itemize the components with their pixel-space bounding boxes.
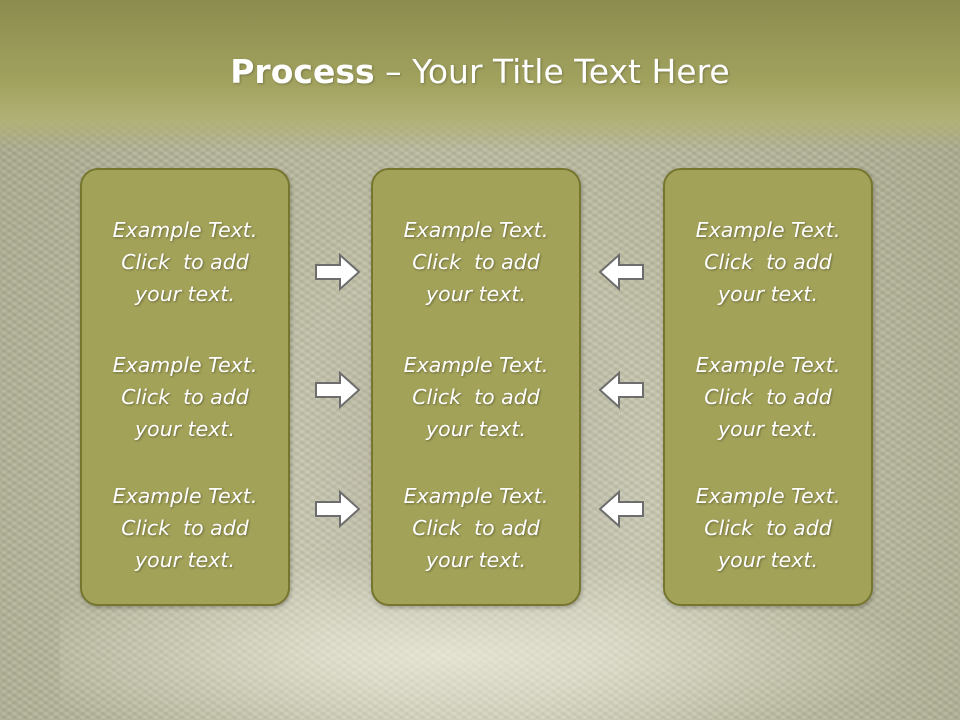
text-line: your text. (718, 548, 818, 572)
text-line: Example Text. (695, 218, 841, 242)
text-line: Click to add (121, 385, 249, 409)
text-line: your text. (426, 417, 526, 441)
text-line: Example Text. (112, 353, 258, 377)
text-line: Example Text. (112, 218, 258, 242)
text-placeholder[interactable]: Example Text. Click to add your text. (373, 349, 579, 445)
text-line: your text. (718, 417, 818, 441)
text-line: Example Text. (112, 484, 258, 508)
title-bar (0, 0, 960, 150)
text-line: your text. (135, 282, 235, 306)
text-line: Click to add (412, 250, 540, 274)
text-line: Click to add (121, 250, 249, 274)
text-line: your text. (718, 282, 818, 306)
text-placeholder[interactable]: Example Text. Click to add your text. (665, 349, 871, 445)
arrow-right-icon[interactable] (314, 370, 362, 410)
title-bold: Process (230, 52, 375, 91)
text-line: your text. (426, 548, 526, 572)
arrow-left-icon[interactable] (597, 370, 645, 410)
text-line: Click to add (412, 516, 540, 540)
text-line: Click to add (704, 516, 832, 540)
text-line: Example Text. (695, 353, 841, 377)
slide-title[interactable]: Process – Your Title Text Here (0, 52, 960, 91)
text-line: your text. (135, 548, 235, 572)
arrow-left-icon[interactable] (597, 252, 645, 292)
text-line: Example Text. (695, 484, 841, 508)
text-line: your text. (426, 282, 526, 306)
text-line: Click to add (412, 385, 540, 409)
title-rest: – Your Title Text Here (374, 52, 730, 91)
text-line: Example Text. (403, 353, 549, 377)
text-placeholder[interactable]: Example Text. Click to add your text. (373, 480, 579, 576)
arrow-right-icon[interactable] (314, 252, 362, 292)
process-box-right[interactable]: Example Text. Click to add your text. Ex… (663, 168, 873, 606)
text-line: your text. (135, 417, 235, 441)
text-placeholder[interactable]: Example Text. Click to add your text. (665, 480, 871, 576)
text-placeholder[interactable]: Example Text. Click to add your text. (82, 349, 288, 445)
text-line: Click to add (121, 516, 249, 540)
text-line: Example Text. (403, 218, 549, 242)
text-line: Click to add (704, 250, 832, 274)
text-line: Click to add (704, 385, 832, 409)
text-placeholder[interactable]: Example Text. Click to add your text. (665, 214, 871, 310)
text-placeholder[interactable]: Example Text. Click to add your text. (82, 480, 288, 576)
text-line: Example Text. (403, 484, 549, 508)
text-placeholder[interactable]: Example Text. Click to add your text. (82, 214, 288, 310)
arrow-left-icon[interactable] (597, 489, 645, 529)
process-box-left[interactable]: Example Text. Click to add your text. Ex… (80, 168, 290, 606)
arrow-right-icon[interactable] (314, 489, 362, 529)
text-placeholder[interactable]: Example Text. Click to add your text. (373, 214, 579, 310)
process-box-middle[interactable]: Example Text. Click to add your text. Ex… (371, 168, 581, 606)
